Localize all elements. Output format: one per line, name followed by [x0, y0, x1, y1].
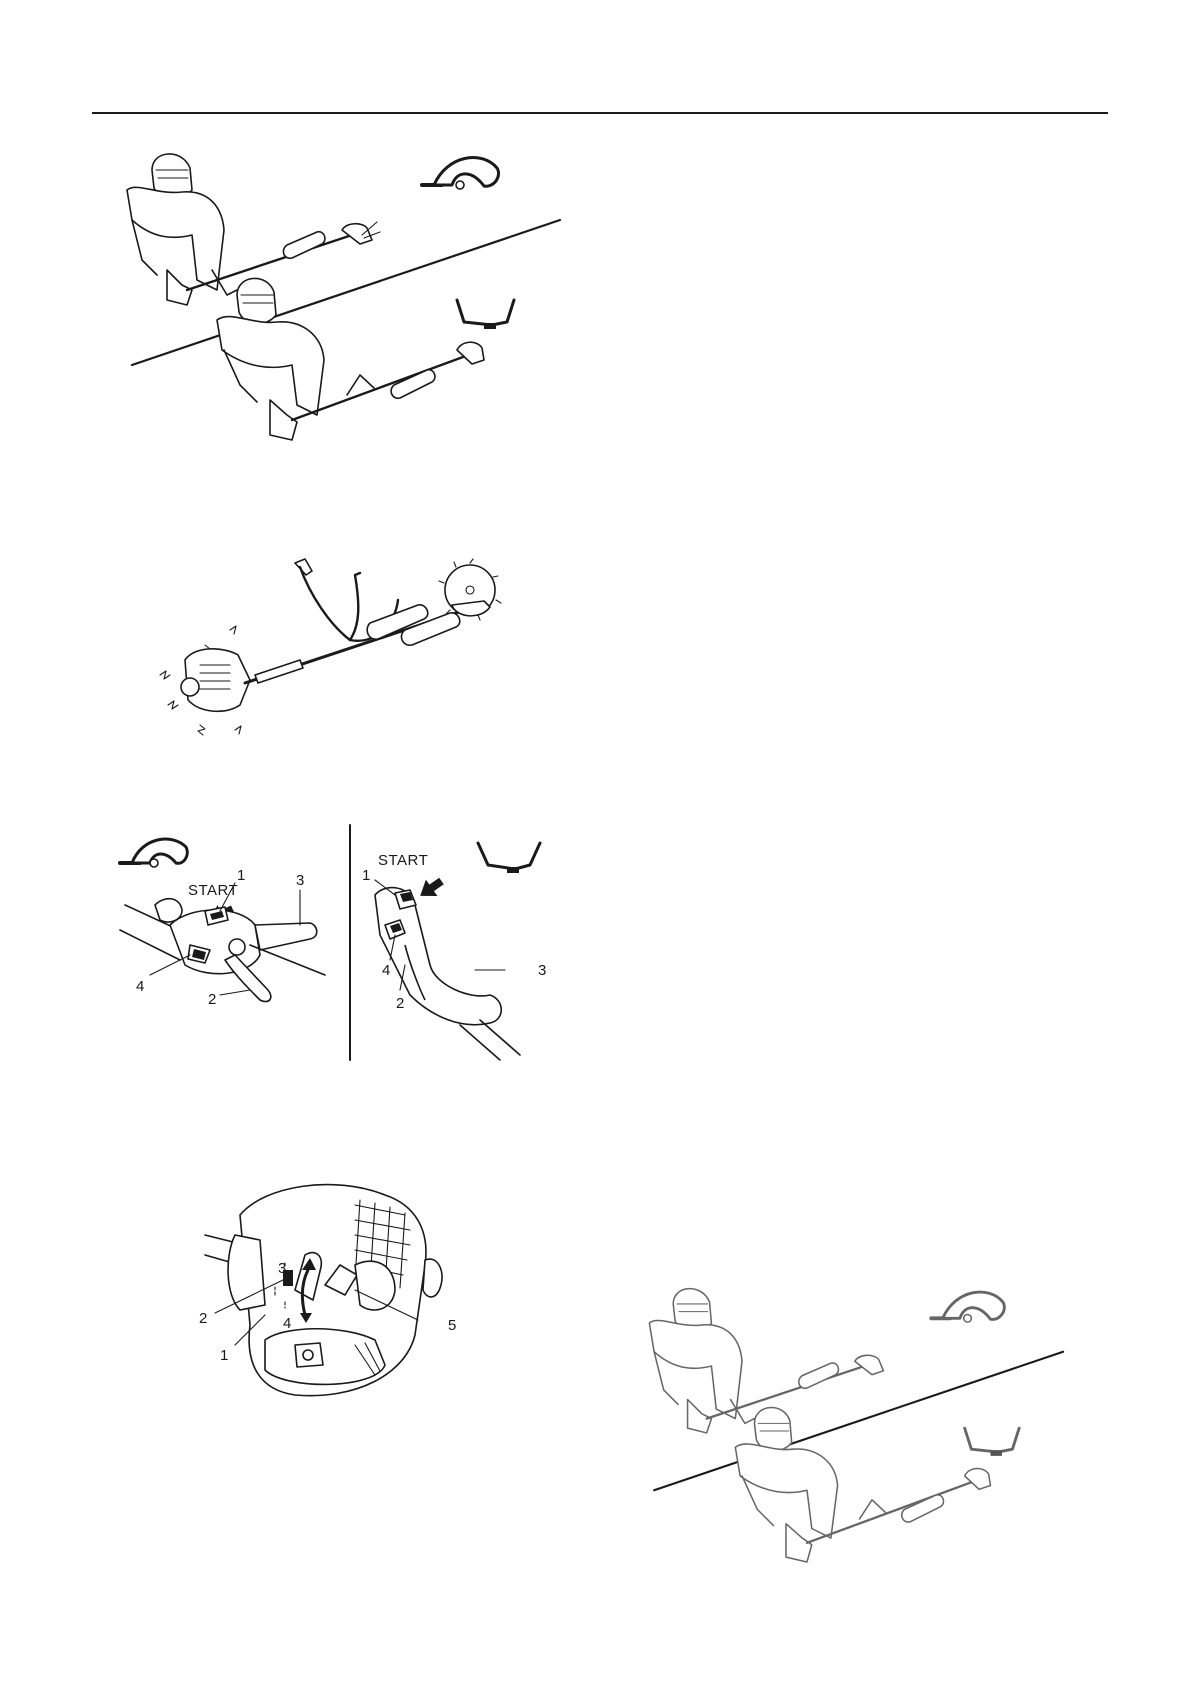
callout-left-1: 1: [237, 867, 245, 884]
loop-handle-icon: [120, 839, 187, 867]
loop-handle-icon: [422, 158, 499, 189]
bike-handle-icon: [457, 300, 514, 329]
bike-handle-icon: [965, 1428, 1019, 1456]
figure-throttle-controls: START 1 3 4 2 START: [110, 825, 570, 1065]
engine-illustration: [205, 1185, 442, 1396]
callout-engine-2: 2: [199, 1310, 207, 1327]
callout-engine-1: 1: [220, 1347, 228, 1364]
callout-right-2: 2: [396, 995, 404, 1012]
operator-illustration-bottom: [735, 1408, 990, 1562]
callout-line-left-4: [150, 955, 190, 975]
figure-starting-position-top-left: [112, 140, 562, 490]
throttle-handle-left-illustration: [120, 899, 325, 1002]
throttle-handle-right-illustration: [375, 888, 520, 1060]
figure-engine-choke: 3 4 2 1 5: [205, 1175, 475, 1405]
callout-engine-4: 4: [283, 1315, 291, 1332]
figure-saw-blade-machine: [160, 555, 540, 780]
callout-left-4: 4: [136, 978, 144, 995]
callout-engine-5: 5: [448, 1317, 456, 1334]
header-rule: [92, 112, 1108, 114]
callout-line-left-2: [220, 990, 250, 995]
callout-engine-3: 3: [278, 1260, 286, 1277]
callout-right-4: 4: [382, 962, 390, 979]
callout-right-3: 3: [538, 962, 546, 979]
callout-left-3: 3: [296, 872, 304, 889]
callout-right-1: 1: [362, 867, 370, 884]
bike-handle-icon: [478, 843, 540, 873]
loop-handle-icon: [931, 1292, 1004, 1322]
callout-left-2: 2: [208, 991, 216, 1008]
start-label-right: START: [378, 852, 428, 869]
operator-illustration-bottom: [217, 278, 484, 440]
brushcutter-illustration: [160, 559, 501, 735]
start-arrow-right-icon: [414, 873, 447, 904]
figure-starting-position-bottom-right: [635, 1265, 1065, 1620]
